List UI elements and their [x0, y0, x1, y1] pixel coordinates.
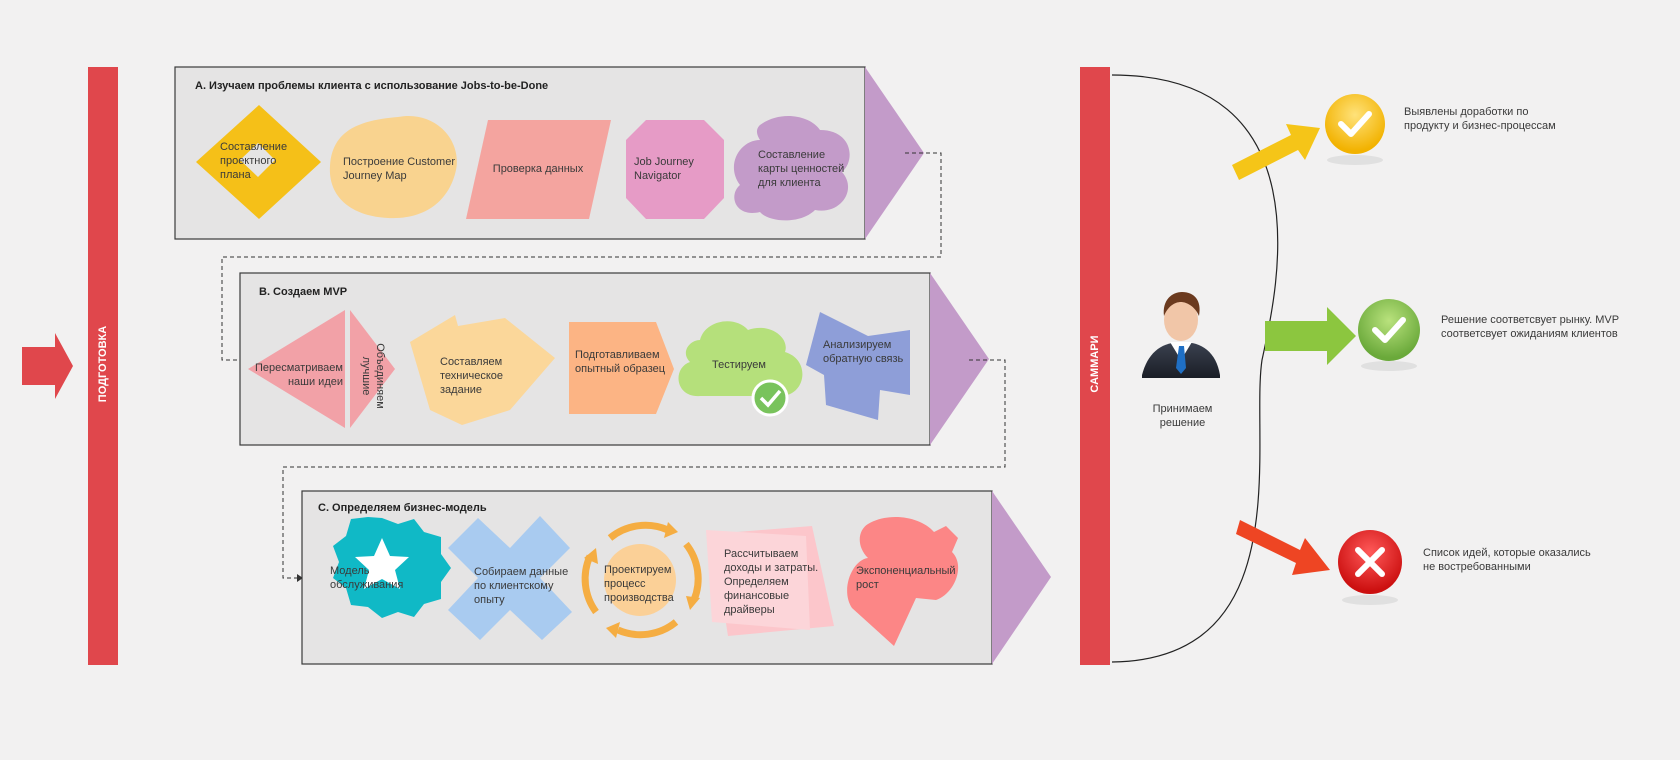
test-check-icon — [751, 379, 789, 417]
outcome-text-2: Решение соответсвует рынку. MVP соответс… — [1441, 314, 1619, 340]
section-c-title: C. Определяем бизнес-модель — [318, 502, 487, 514]
shape-blob — [329, 115, 457, 219]
summary-label: САММАРИ — [1089, 335, 1101, 393]
step-a4-label: Job Journey Navigator — [634, 156, 694, 182]
step-a1-label: Составление проектного плана — [220, 141, 288, 181]
connector-b-c-arrowhead — [297, 574, 303, 582]
shape-note — [410, 315, 555, 425]
shape-pentagon-arrow — [569, 322, 674, 414]
outcome-cross-red-icon — [1338, 530, 1402, 605]
shape-growth-blob — [847, 517, 959, 646]
shape-feedback-cross — [806, 312, 910, 420]
star-icon — [355, 538, 409, 589]
step-c2-label: Собираем данные по клиентскому опыту — [474, 566, 569, 606]
decision-curve — [1111, 74, 1279, 663]
step-b5-label: Тестируем — [712, 359, 766, 371]
outcome-check-yellow-icon — [1325, 94, 1385, 165]
outcome-check-green-icon — [1358, 299, 1420, 371]
step-b4-label: Подготавливаем опытный образец — [575, 349, 666, 375]
outcome-arrow-yellow — [1232, 124, 1320, 180]
step-c5-label: Экспоненциальный рост — [856, 565, 956, 591]
entry-arrow — [22, 333, 73, 399]
step-a2-label: Построение Customer Journey Map — [343, 156, 455, 182]
step-c4-label: Рассчитываем доходы и затраты. Определяе… — [724, 548, 819, 616]
connector-a-b — [221, 152, 942, 361]
outcome-text-3: Список идей, которые оказались не востре… — [1423, 547, 1591, 573]
step-b6-label: Анализируем обратную связь — [823, 339, 904, 365]
decision-label: Принимаем решение — [1152, 403, 1213, 429]
section-a — [174, 66, 924, 240]
step-b1-label: Пересматриваем наши идеи — [254, 362, 343, 388]
section-b-chevron — [930, 273, 989, 445]
step-c1-label: Модель обслуживания — [330, 565, 404, 591]
outcome-text-1: Выявлены доработки по продукту и бизнес-… — [1404, 106, 1556, 132]
step-b3-label: Составляем техническое задание — [440, 356, 504, 396]
step-b2-label: Объединяем лучшие — [360, 343, 386, 409]
step-a3-label: Проверка данных — [492, 163, 584, 175]
businessman-icon — [1142, 292, 1220, 378]
section-a-chevron — [865, 67, 924, 239]
summary-bar — [1080, 67, 1110, 665]
cycle-arrows-icon — [581, 521, 702, 639]
shape-diamond-hole — [240, 143, 275, 177]
shape-triangle-right — [350, 310, 395, 428]
section-a-title: A. Изучаем проблемы клиента с использова… — [195, 80, 549, 92]
shape-cloud — [733, 115, 850, 221]
connector-b-c — [282, 359, 1006, 579]
shape-x — [448, 516, 572, 640]
outcome-arrow-red — [1236, 520, 1330, 575]
step-c3-label: Проектируем процесс производства — [604, 564, 674, 604]
shape-card-front — [706, 530, 810, 630]
shape-cycle-center — [604, 544, 676, 616]
preparation-bar — [88, 67, 118, 665]
outcome-arrow-green — [1265, 307, 1356, 365]
section-b-title: B. Создаем MVP — [259, 286, 348, 298]
shape-octagon — [626, 120, 724, 219]
section-b — [239, 272, 989, 446]
section-c-chevron — [992, 491, 1051, 664]
shape-triangle-left — [248, 310, 345, 428]
step-a5-label: Составление карты ценностей для клиента — [758, 149, 845, 189]
shape-parallelogram — [466, 120, 611, 219]
shape-test-cloud — [678, 321, 803, 397]
preparation-label: ПОДГОТОВКА — [97, 325, 109, 403]
section-c — [301, 490, 1051, 665]
